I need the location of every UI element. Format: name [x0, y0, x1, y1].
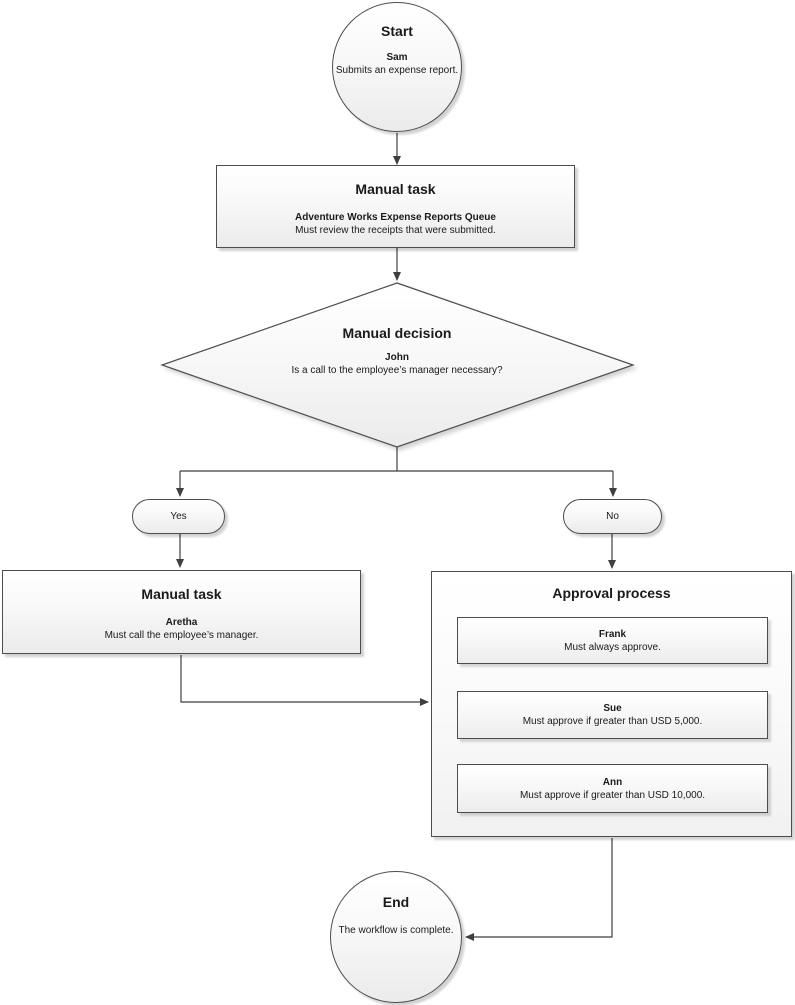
review-task-owner: Adventure Works Expense Reports Queue — [295, 212, 496, 223]
connector-approval-to-end — [465, 838, 613, 941]
yes-branch-label: Yes — [170, 511, 187, 522]
approval-step-name: Ann — [602, 776, 623, 788]
decision-title: Manual decision — [342, 325, 452, 341]
approval-step-sue: Sue Must approve if greater than USD 5,0… — [457, 691, 768, 739]
approval-step-description: Must approve if greater than USD 5,000. — [522, 716, 703, 727]
review-task-description: Must review the receipts that were submi… — [295, 225, 496, 236]
approval-step-frank: Frank Must always approve. — [457, 617, 768, 664]
decision-question: Is a call to the employee’s manager nece… — [291, 365, 503, 376]
no-branch-label: No — [606, 511, 619, 522]
call-task-description: Must call the employee’s manager. — [104, 630, 259, 641]
approval-step-description: Must approve if greater than USD 10,000. — [519, 789, 706, 801]
decision-owner: John — [385, 352, 409, 363]
call-task-node: Manual task Aretha Must call the employe… — [2, 570, 361, 654]
end-description: The workflow is complete. — [338, 925, 454, 936]
approval-step-name: Sue — [603, 703, 622, 714]
start-description: Submits an expense report. — [335, 65, 459, 76]
connector-call-task-to-approval — [180, 655, 429, 706]
start-title: Start — [381, 23, 413, 39]
end-node: End The workflow is complete. — [330, 871, 462, 1003]
review-task-node: Manual task Adventure Works Expense Repo… — [216, 165, 575, 248]
decision-diamond-shape — [160, 282, 635, 448]
call-task-owner: Aretha — [165, 617, 198, 628]
approval-process-node: Approval process Frank Must always appro… — [431, 571, 792, 837]
approval-step-name: Frank — [598, 628, 627, 640]
decision-node-label: Manual decision John Is a call to the em… — [197, 325, 597, 377]
yes-branch-pill: Yes — [132, 499, 225, 534]
end-title: End — [382, 894, 410, 910]
start-node: Start Sam Submits an expense report. — [332, 2, 462, 132]
no-branch-pill: No — [563, 499, 662, 534]
approval-step-ann: Ann Must approve if greater than USD 10,… — [457, 764, 768, 813]
review-task-title: Manual task — [355, 181, 436, 197]
approval-step-description: Must always approve. — [564, 641, 661, 653]
start-owner: Sam — [386, 52, 408, 63]
approval-process-title: Approval process — [552, 585, 671, 601]
call-task-title: Manual task — [141, 586, 222, 602]
